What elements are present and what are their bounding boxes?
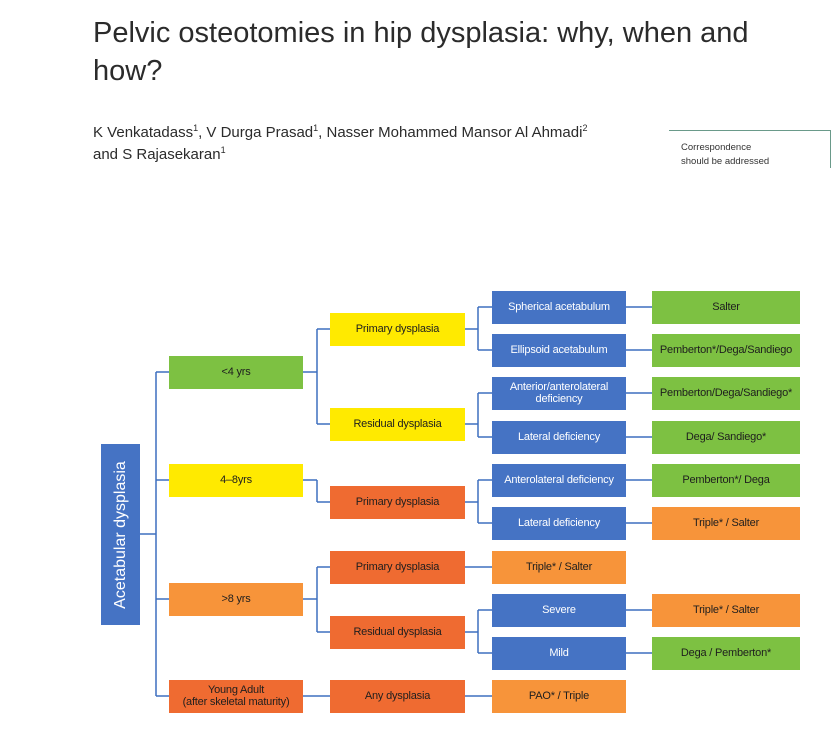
author-name: , V Durga Prasad [198, 124, 314, 141]
correspondence-box: Correspondence should be addressed [669, 130, 831, 168]
root-label: Acetabular dysplasia [111, 460, 129, 609]
procedure-node-p3: Pemberton/Dega/Sandiego* [652, 376, 800, 410]
finding-node-f9: Mild [492, 636, 626, 670]
dysplasia-type-node-d1: Primary dysplasia [330, 312, 465, 346]
dysplasia-type-node-d6: Any dysplasia [330, 679, 465, 713]
finding-node-f10: PAO* / Triple [492, 679, 626, 713]
author-name: and S Rajasekaran [93, 146, 221, 163]
paper-title: Pelvic osteotomies in hip dysplasia: why… [93, 17, 749, 87]
procedure-node-p2: Pemberton*/Dega/Sandiego [652, 333, 800, 367]
age-group-node-a4: Young Adult(after skeletal maturity) [169, 679, 303, 713]
dysplasia-type-node-d5: Residual dysplasia [330, 615, 465, 649]
finding-node-f6: Lateral deficiency [492, 506, 626, 540]
dysplasia-type-node-d4: Primary dysplasia [330, 550, 465, 584]
dysplasia-type-node-d3: Primary dysplasia [330, 485, 465, 519]
age-group-node-a3: >8 yrs [169, 582, 303, 616]
finding-node-f8: Severe [492, 593, 626, 627]
affiliation-mark: 1 [220, 145, 226, 155]
finding-node-f4: Lateral deficiency [492, 420, 626, 454]
author-name: K Venkatadass [93, 124, 194, 141]
author-list: K Venkatadass1, V Durga Prasad1, Nasser … [93, 122, 653, 166]
root-node-acetabular-dysplasia: Acetabular dysplasia [101, 444, 140, 625]
finding-node-f7: Triple* / Salter [492, 550, 626, 584]
procedure-node-p4: Dega/ Sandiego* [652, 420, 800, 454]
authors-line-2: and S Rajasekaran1 [93, 144, 653, 166]
procedure-node-p7: Triple* / Salter [652, 593, 800, 627]
procedure-node-p8: Dega / Pemberton* [652, 636, 800, 670]
age-group-node-a1: <4 yrs [169, 355, 303, 389]
author-name: , Nasser Mohammed Mansor Al Ahmadi [318, 124, 583, 141]
affiliation-mark: 1 [313, 123, 319, 133]
correspondence-line: Correspondence [681, 142, 752, 153]
dysplasia-type-node-d2: Residual dysplasia [330, 407, 465, 441]
finding-node-f5: Anterolateral deficiency [492, 463, 626, 497]
age-group-node-a2: 4–8yrs [169, 463, 303, 497]
correspondence-line: should be addressed [681, 156, 770, 167]
finding-node-f2: Ellipsoid acetabulum [492, 333, 626, 367]
affiliation-mark: 2 [582, 123, 588, 133]
finding-node-f1: Spherical acetabulum [492, 290, 626, 324]
procedure-node-p1: Salter [652, 290, 800, 324]
affiliation-mark: 1 [193, 123, 199, 133]
procedure-node-p5: Pemberton*/ Dega [652, 463, 800, 497]
procedure-node-p6: Triple* / Salter [652, 506, 800, 540]
authors-line-1: K Venkatadass1, V Durga Prasad1, Nasser … [93, 122, 653, 144]
